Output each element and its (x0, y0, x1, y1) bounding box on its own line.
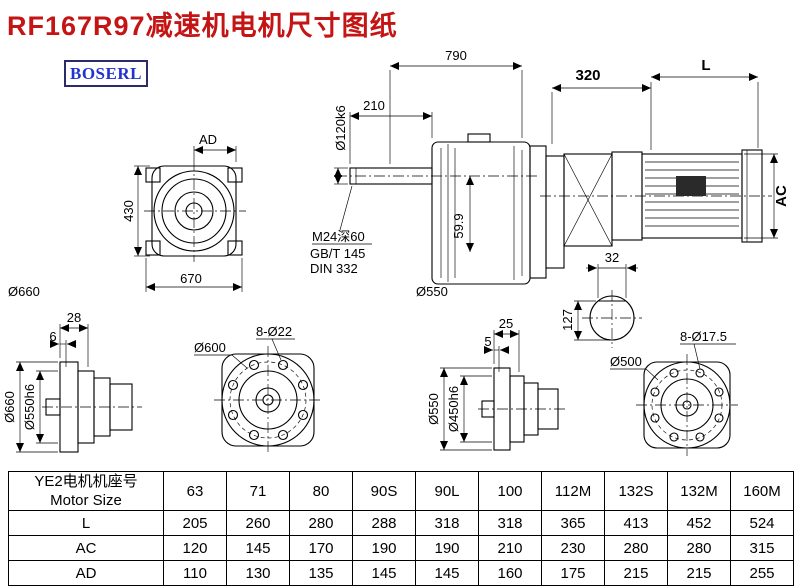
dim-320-label: 320 (575, 67, 600, 84)
cell: 215 (667, 560, 731, 586)
cell: 175 (541, 560, 605, 586)
cell: 452 (667, 510, 731, 536)
dim-dia550-2-label: Ø550 (426, 393, 441, 425)
col-header: 100 (478, 471, 542, 511)
dia-660-label: Ø660 (8, 284, 40, 299)
cell: 318 (415, 510, 479, 536)
page-title: RF167R97减速机电机尺寸图纸 (7, 11, 398, 41)
dim-28-label: 28 (67, 310, 81, 325)
brand-logo-text: BOSERL (70, 63, 142, 83)
dim-32-label: 32 (605, 250, 619, 265)
cell: 230 (541, 535, 605, 561)
header-cn: YE2电机机座号 (34, 473, 138, 490)
dim-210-label: 210 (363, 98, 385, 113)
dim-dia450h6-label: Ø450h6 (446, 386, 461, 432)
col-header: 90L (415, 471, 479, 511)
dim-5-label: 5 (484, 334, 491, 349)
col-header: 63 (163, 471, 227, 511)
flange-left-side-view: 28 6 Ø660 Ø550h6 (2, 310, 142, 453)
cell: 170 (289, 535, 353, 561)
table-row-ac: AC 120 145 170 190 190 210 230 280 280 3… (8, 535, 794, 561)
cell: 524 (730, 510, 794, 536)
technical-drawing: AD 430 670 Ø660 (2, 48, 790, 456)
dim-dia660-label: Ø660 (2, 391, 17, 423)
cell: 255 (730, 560, 794, 586)
motor-nameplate (676, 176, 706, 196)
cell: 145 (352, 560, 416, 586)
dim-ad-label: AD (199, 132, 217, 147)
dia-550-label: Ø550 (416, 284, 448, 299)
dim-shaft-dia-label: Ø120k6 (333, 105, 348, 151)
cell: 160 (478, 560, 542, 586)
flange-right-side-view: 25 5 Ø550 Ø450h6 (426, 316, 566, 451)
gearbox-front-view: AD 430 670 Ø660 (8, 132, 246, 299)
main-assembly-view: 790 210 Ø120k6 59.9 M24深60 GB/T 145 DIN … (310, 48, 772, 299)
dim-ac-label: AC (773, 185, 790, 207)
cell: 145 (226, 535, 290, 561)
dim-127-label: 127 (560, 309, 575, 331)
motor-dimensions: 320 L AC 32 127 (551, 57, 790, 348)
cell: 318 (478, 510, 542, 536)
dim-430-label: 430 (121, 200, 136, 222)
cell: 365 (541, 510, 605, 536)
dim-59-9-label: 59.9 (451, 213, 466, 238)
table-header-row: YE2电机机座号 Motor Size 63 71 80 90S 90L 100… (8, 471, 794, 511)
row-label: AC (8, 535, 164, 561)
col-header: 80 (289, 471, 353, 511)
cell: 210 (478, 535, 542, 561)
cell: 280 (604, 535, 668, 561)
std-gb-label: GB/T 145 (310, 246, 365, 261)
brand-logo-box: BOSERL (64, 60, 148, 87)
cell: 190 (352, 535, 416, 561)
col-header: 71 (226, 471, 290, 511)
cell: 260 (226, 510, 290, 536)
cell: 205 (163, 510, 227, 536)
tap-note-label: M24深60 (312, 229, 365, 244)
cell: 135 (289, 560, 353, 586)
col-header: 160M (730, 471, 794, 511)
col-header: 132M (667, 471, 731, 511)
row-label: AD (8, 560, 164, 586)
cell: 315 (730, 535, 794, 561)
cell: 413 (604, 510, 668, 536)
dim-dia550h6-label: Ø550h6 (22, 384, 37, 430)
dim-670-label: 670 (180, 271, 202, 286)
cell: 110 (163, 560, 227, 586)
col-header: 132S (604, 471, 668, 511)
cell: 130 (226, 560, 290, 586)
cell: 280 (289, 510, 353, 536)
flange-right-face-view: Ø500 8-Ø17.5 (610, 329, 738, 456)
table-row-ad: AD 110 130 135 145 145 160 175 215 215 2… (8, 560, 794, 586)
cell: 215 (604, 560, 668, 586)
header-en: Motor Size (50, 492, 122, 509)
dim-8dia22-label: 8-Ø22 (256, 324, 292, 339)
col-header: 112M (541, 471, 605, 511)
dim-8dia17-5-label: 8-Ø17.5 (680, 329, 727, 344)
table-corner-header: YE2电机机座号 Motor Size (8, 471, 164, 511)
cell: 145 (415, 560, 479, 586)
dim-790-label: 790 (445, 48, 467, 63)
flange-left-face-view: Ø600 8-Ø22 (194, 324, 322, 454)
row-label: L (8, 510, 164, 536)
dim-25-label: 25 (499, 316, 513, 331)
cell: 288 (352, 510, 416, 536)
cell: 190 (415, 535, 479, 561)
motor-size-table: YE2电机机座号 Motor Size 63 71 80 90S 90L 100… (8, 471, 794, 586)
dim-dia500-label: Ø500 (610, 354, 642, 369)
table-row-l: L 205 260 280 288 318 318 365 413 452 52… (8, 510, 794, 536)
cell: 280 (667, 535, 731, 561)
cell: 120 (163, 535, 227, 561)
std-din-label: DIN 332 (310, 261, 358, 276)
col-header: 90S (352, 471, 416, 511)
dim-dia600-label: Ø600 (194, 340, 226, 355)
dim-6-label: 6 (49, 329, 56, 344)
dim-l-label: L (701, 57, 710, 74)
